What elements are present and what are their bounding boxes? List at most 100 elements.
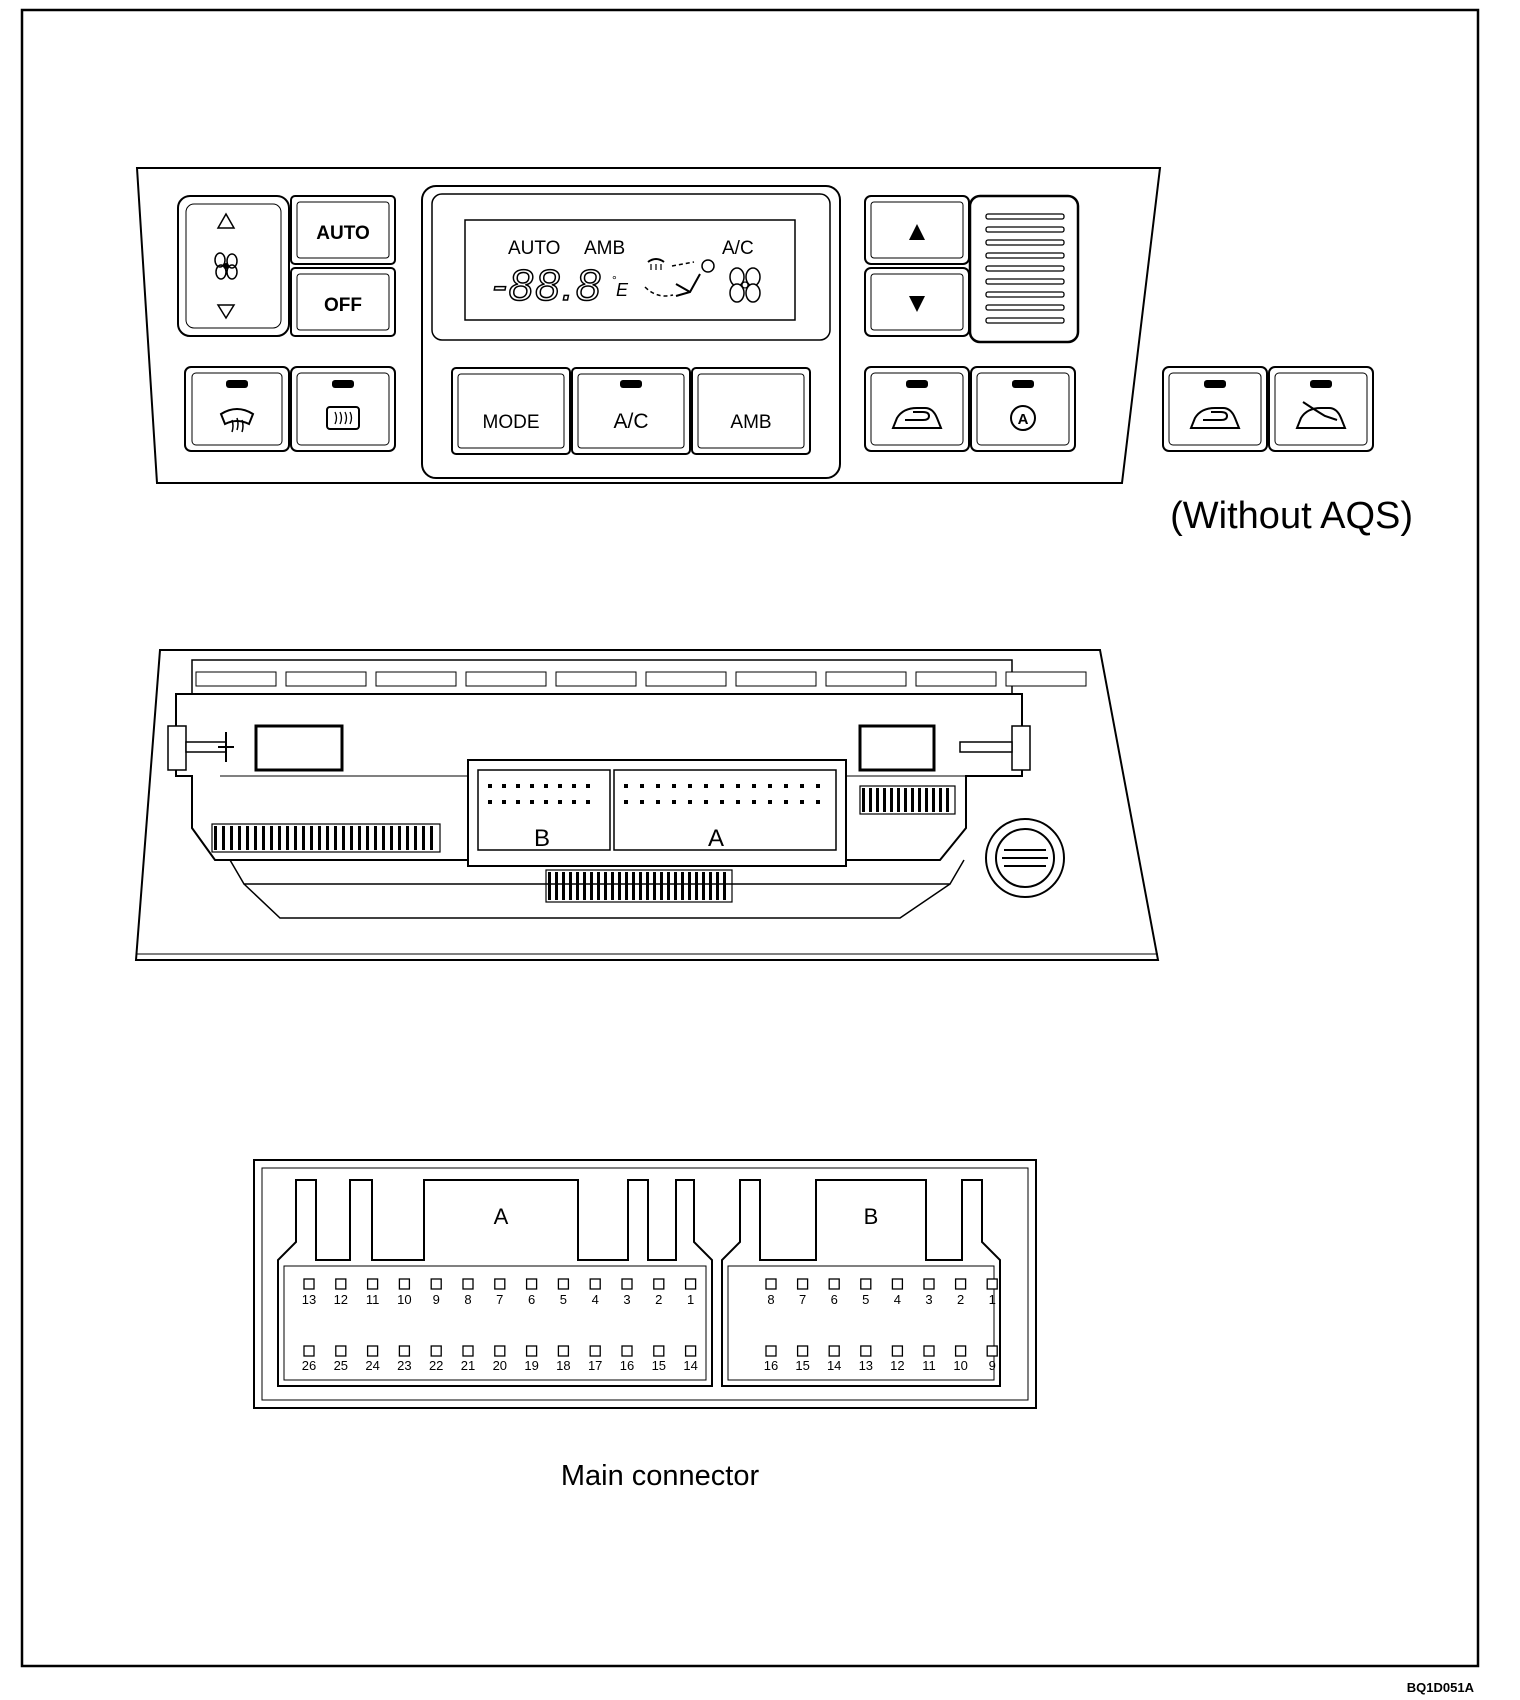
off-button[interactable]: OFF [290, 267, 396, 337]
pin-number: 16 [620, 1358, 634, 1373]
mode-button-label: MODE [483, 412, 540, 433]
connector-b-label: B [864, 1204, 879, 1229]
fin [286, 826, 289, 850]
svg-text:A: A [1018, 411, 1029, 428]
lcd-amb-indicator: AMB [584, 238, 625, 259]
pin-number: 2 [655, 1292, 662, 1307]
pin-socket [621, 1278, 633, 1290]
pin-number: 3 [623, 1292, 630, 1307]
amb-button[interactable]: AMB [691, 367, 811, 455]
fin [398, 826, 401, 850]
fin [414, 826, 417, 850]
pin-number: 19 [524, 1358, 538, 1373]
pin-socket [765, 1278, 777, 1290]
temp-up-button[interactable] [864, 195, 970, 265]
rear-pin [640, 800, 644, 804]
pin-socket [860, 1345, 872, 1357]
mode-button[interactable]: MODE [451, 367, 571, 455]
grille-slat [985, 278, 1065, 285]
fin [688, 872, 691, 900]
rear-pin [672, 784, 676, 788]
pin-number: 21 [461, 1358, 475, 1373]
front-defrost-button[interactable] [184, 366, 290, 452]
pin-socket [525, 1345, 538, 1357]
fin [597, 872, 600, 900]
rear-pin [656, 800, 660, 804]
pin-socket [589, 1345, 601, 1357]
indicator-led [1012, 380, 1034, 388]
auto-intake-icon: A [1010, 405, 1036, 431]
rear-pin [544, 784, 548, 788]
auto-intake-button[interactable]: A [970, 366, 1076, 452]
rear-pin [516, 784, 520, 788]
pin-socket [303, 1345, 315, 1357]
left-mounting-tab [167, 725, 234, 771]
fin [576, 872, 579, 900]
rear-pin [488, 800, 492, 804]
recirculation-button-alt[interactable] [1162, 366, 1268, 452]
temp-down-button[interactable] [864, 267, 970, 337]
rear-pin [752, 784, 756, 788]
indicator-led [1204, 380, 1226, 388]
fan-up-icon [216, 212, 236, 229]
pin-socket [923, 1345, 935, 1357]
fin [918, 788, 921, 812]
rear-pin [530, 800, 534, 804]
fin [897, 788, 900, 812]
amb-button-label: AMB [730, 412, 771, 433]
rail-rib [465, 671, 547, 687]
pin-socket [828, 1345, 840, 1357]
fan-speed-button[interactable] [177, 195, 290, 337]
pin-number: 15 [652, 1358, 666, 1373]
rail-rib [375, 671, 457, 687]
grille-slat [985, 213, 1065, 220]
rail-rib [555, 671, 637, 687]
fin [430, 826, 433, 850]
pin-socket [828, 1278, 840, 1290]
rear-pin [736, 800, 740, 804]
pin-number: 10 [953, 1358, 967, 1373]
pin-socket [366, 1345, 379, 1357]
rear-pin [816, 784, 820, 788]
pin-socket [462, 1278, 474, 1290]
fin [390, 826, 393, 850]
fin [366, 826, 369, 850]
fin [342, 826, 345, 850]
recirculation-button[interactable] [864, 366, 970, 452]
pin-socket [796, 1278, 809, 1290]
lcd-temperature-readout: -88.8 [492, 261, 602, 310]
fin [334, 826, 337, 850]
rear-pin [656, 784, 660, 788]
fresh-air-button[interactable] [1268, 366, 1374, 452]
pin-number: 9 [989, 1358, 996, 1373]
fin [569, 872, 572, 900]
pin-number: 2 [957, 1292, 964, 1307]
figure-frame [20, 8, 1480, 1668]
pin-number: 7 [496, 1292, 503, 1307]
pin-number: 8 [767, 1292, 774, 1307]
fin [904, 788, 907, 812]
pin-socket [621, 1345, 633, 1357]
rear-pin [558, 784, 562, 788]
lcd-auto-indicator: AUTO [508, 238, 560, 259]
rear-pin [784, 800, 788, 804]
fin [639, 872, 642, 900]
pin-number: 4 [894, 1292, 901, 1307]
top-rail-ribs [195, 671, 1087, 687]
rear-defrost-button[interactable] [290, 366, 396, 452]
ac-button[interactable]: A/C [571, 367, 691, 455]
pin-socket [891, 1278, 904, 1290]
pin-socket [653, 1278, 665, 1290]
fin [254, 826, 257, 850]
pin-number: 4 [592, 1292, 599, 1307]
pin-number: 25 [334, 1358, 348, 1373]
auto-button[interactable]: AUTO [290, 195, 396, 265]
fin [310, 826, 313, 850]
rear-defrost-icon [326, 406, 360, 430]
pin-number: 17 [588, 1358, 602, 1373]
rear-pin [572, 784, 576, 788]
pin-number: 6 [831, 1292, 838, 1307]
fin [876, 788, 879, 812]
